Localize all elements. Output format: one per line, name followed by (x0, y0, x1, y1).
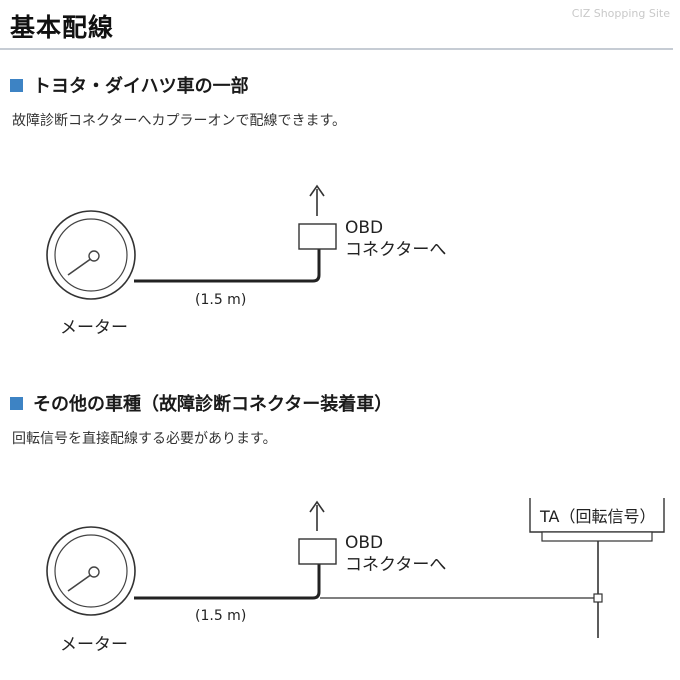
up-arrow (309, 500, 325, 531)
section-heading-1: トヨタ・ダイハツ車の一部 (10, 72, 249, 98)
section-description-2: 回転信号を直接配線する必要があります。 (12, 431, 277, 447)
section-marker (10, 78, 23, 92)
meter-needle (67, 257, 93, 276)
obd-connector (298, 223, 337, 250)
section-title-2: その他の車種（故障診断コネクター装着車） (33, 394, 393, 415)
meter-cable (134, 564, 321, 600)
meter-gauge (46, 526, 136, 616)
cable-length-label: (1.5 m) (195, 292, 246, 308)
cable-length-label: (1.5 m) (195, 608, 246, 624)
meter-label: メーター (60, 635, 128, 655)
ta-bracket (529, 498, 665, 542)
watermark: CIZ Shopping Site (571, 7, 670, 20)
meter-needle (67, 573, 93, 592)
connector-label-line2: コネクターへ (345, 240, 446, 260)
section-marker (10, 396, 23, 410)
obd-connector (298, 538, 337, 565)
title-divider (0, 48, 673, 50)
section-heading-2: その他の車種（故障診断コネクター装着車） (10, 390, 392, 416)
page-title: 基本配線 (10, 13, 115, 42)
connector-label-line1: OBD (345, 218, 383, 238)
up-arrow (309, 184, 325, 216)
connector-label-line2: コネクターへ (345, 555, 446, 575)
meter-hub (88, 250, 100, 262)
section-title-1: トヨタ・ダイハツ車の一部 (33, 76, 249, 97)
diagram-1: OBD コネクターへ (1.5 m) メーター (46, 184, 446, 338)
diagram-2: OBD コネクターへ (1.5 m) メーター TA（回転信号） (46, 498, 665, 655)
meter-hub (88, 566, 100, 578)
meter-gauge (46, 210, 136, 300)
connector-label-line1: OBD (345, 533, 383, 553)
meter-cable (134, 249, 321, 283)
section-description-1: 故障診断コネクターへカプラーオンで配線できます。 (12, 113, 347, 129)
wire-splice (593, 593, 603, 603)
ta-label: TA（回転信号） (539, 507, 655, 526)
meter-label: メーター (60, 318, 128, 338)
